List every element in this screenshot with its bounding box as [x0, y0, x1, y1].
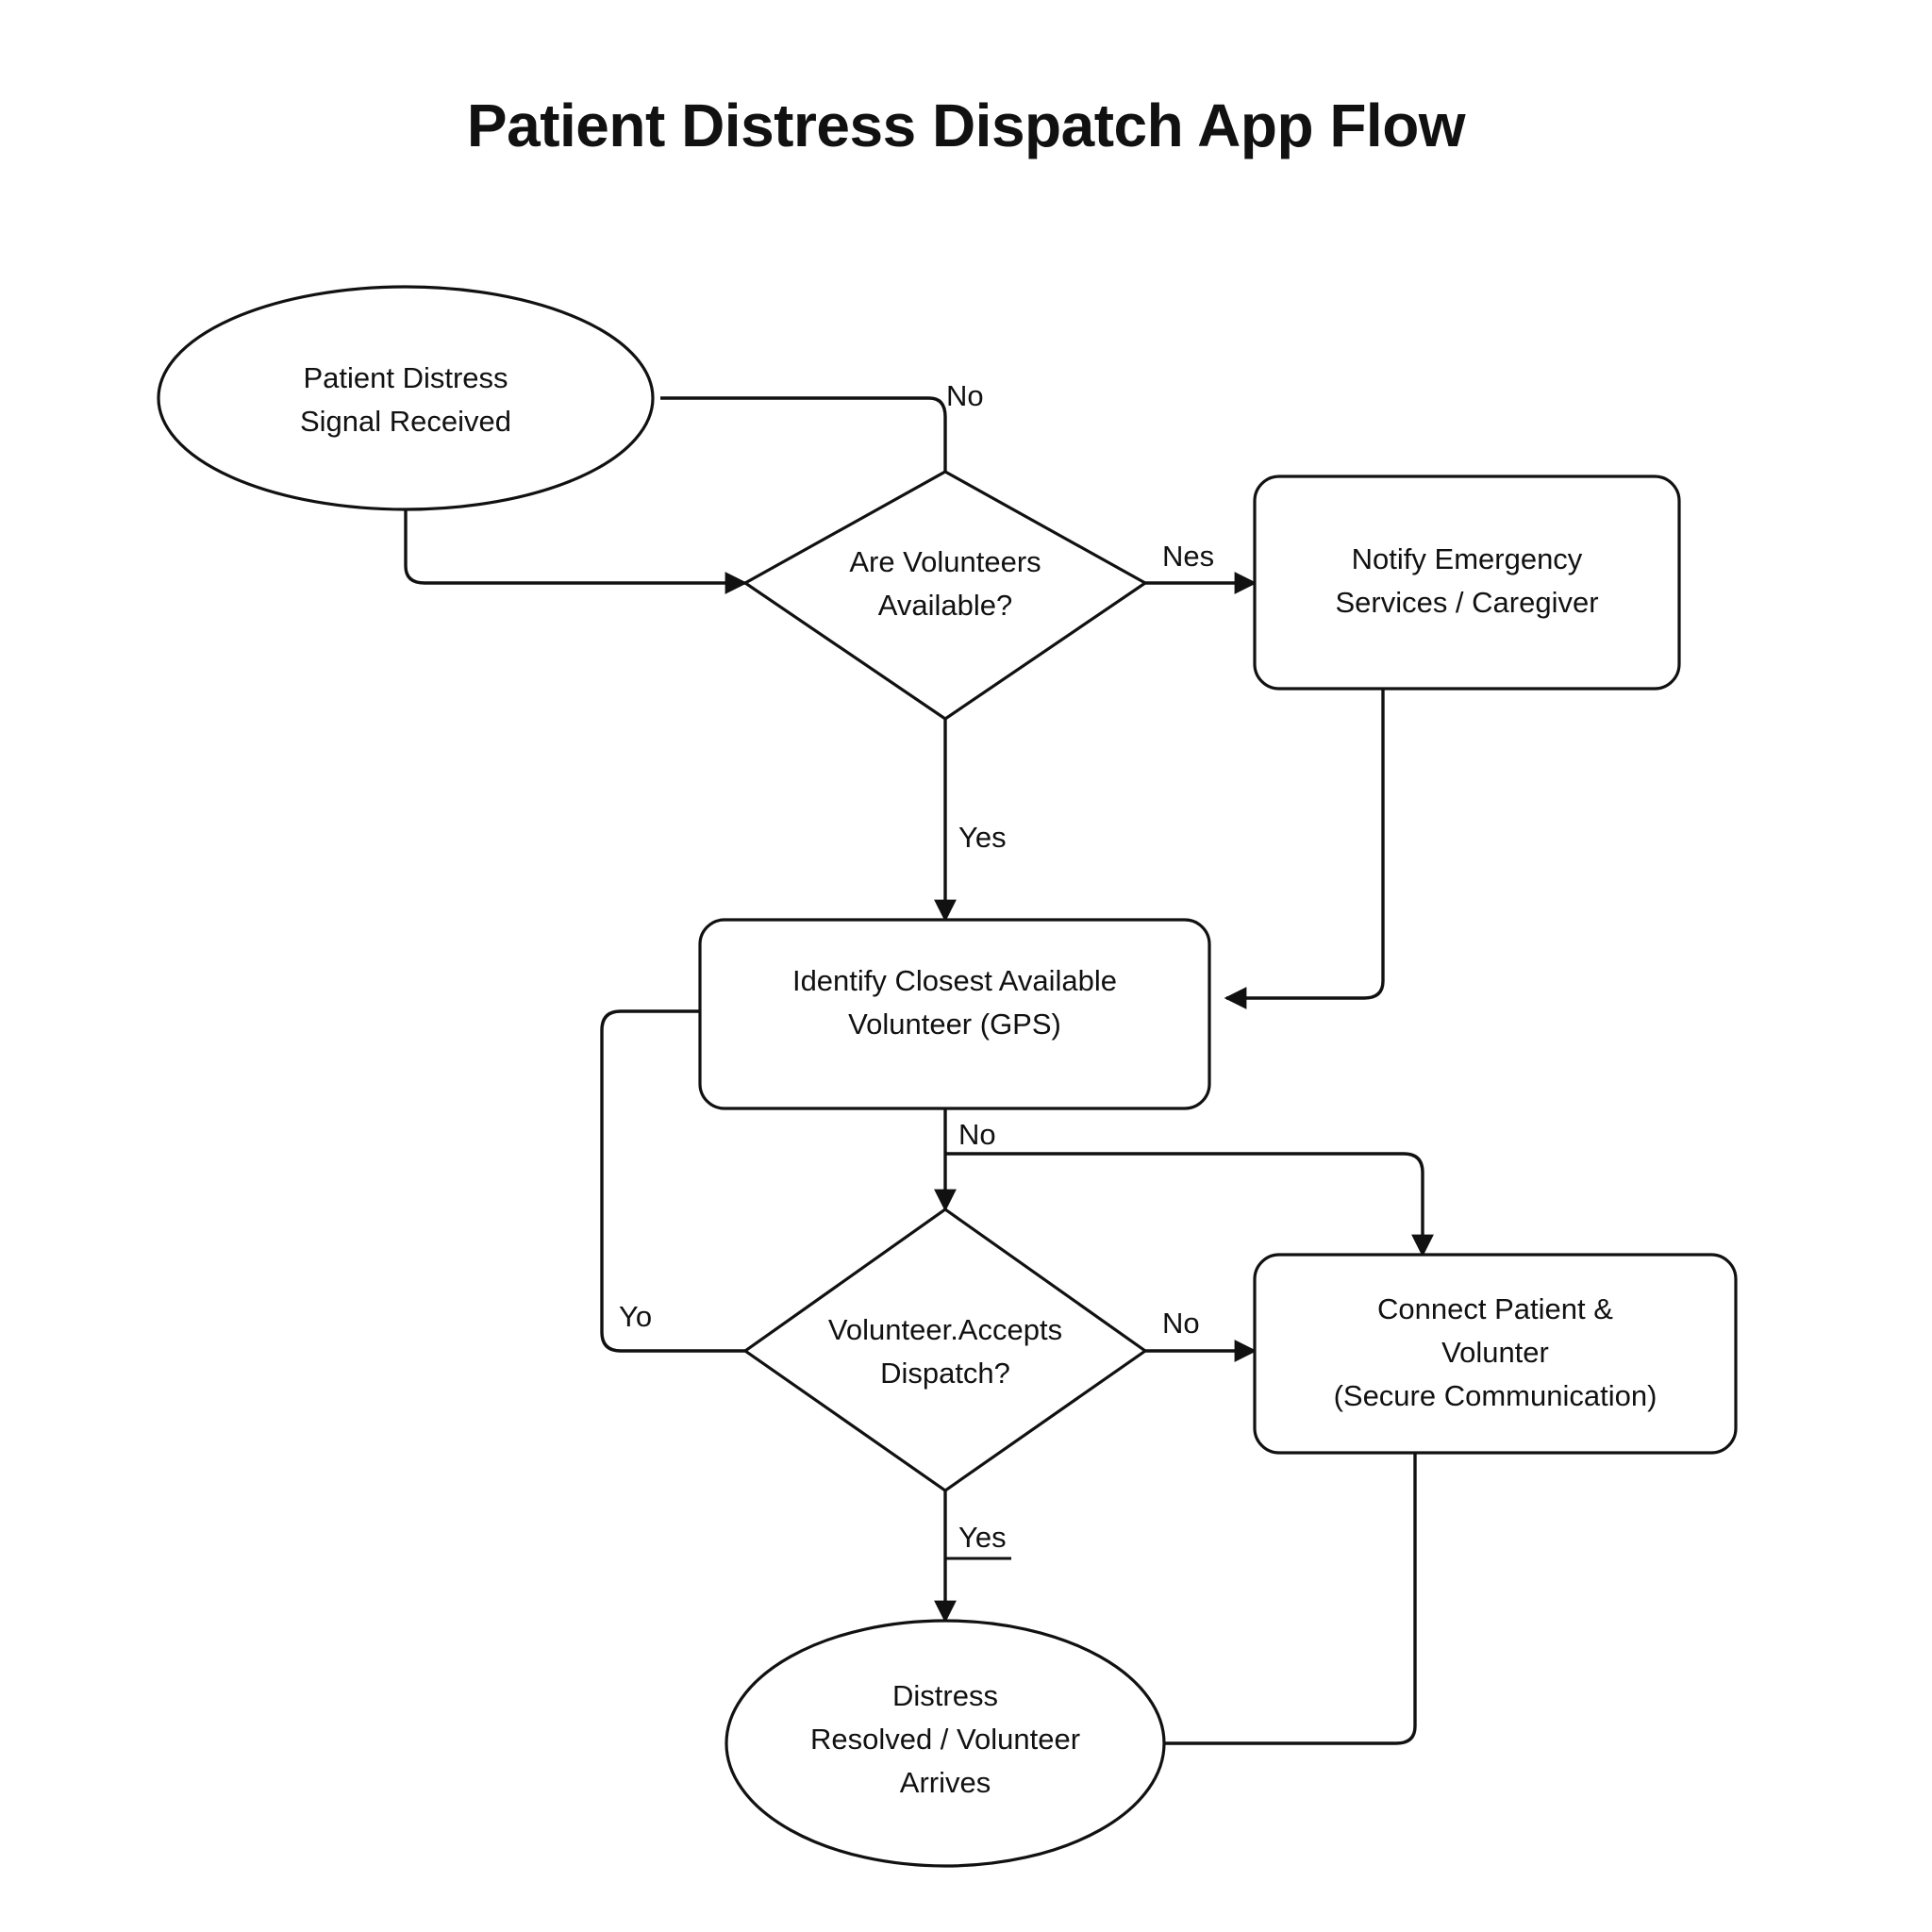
- node-volunteer-accepts[interactable]: Volunteer.Accepts Dispatch?: [742, 1208, 1148, 1492]
- node-start[interactable]: Patient Distress Signal Received: [157, 285, 655, 511]
- node-volunteers-available-line1: Are Volunteers: [849, 545, 1041, 578]
- edge-start-to-decision-top: [660, 396, 947, 472]
- edge-accepts-loopback-identify: [600, 1009, 745, 1353]
- node-notify-emergency-line2: Services / Caregiver: [1335, 586, 1598, 619]
- page-title: Patient Distress Dispatch App Flow: [466, 92, 1466, 159]
- edge-connect-to-resolved: [1160, 1453, 1417, 1745]
- node-connect-patient-line3: (Secure Communication): [1334, 1379, 1657, 1412]
- edge-label-start-to-decision-top: No: [946, 379, 984, 412]
- node-volunteers-available-line2: Available?: [878, 589, 1012, 622]
- edge-notify-to-identify: [1224, 689, 1385, 1009]
- edge-label-available-to-notify: Nes: [1162, 540, 1214, 573]
- edge-identify-to-connect: [945, 1152, 1434, 1257]
- node-connect-patient-line2: Volunter: [1441, 1336, 1549, 1369]
- edge-label-accepts-to-connect: No: [1162, 1307, 1200, 1340]
- node-connect-patient-line1: Connect Patient &: [1377, 1292, 1613, 1325]
- node-notify-emergency[interactable]: Notify Emergency Services / Caregiver: [1253, 475, 1681, 691]
- node-start-line1: Patient Distress: [303, 361, 508, 394]
- edge-label-accepts-to-resolved: Yes: [958, 1521, 1007, 1554]
- node-notify-emergency-line1: Notify Emergency: [1352, 542, 1583, 575]
- node-distress-resolved-line2: Resolved / Volunteer: [810, 1723, 1080, 1756]
- edge-label-accepts-loopback: Yo: [619, 1300, 652, 1333]
- edge-start-to-decision-left: [404, 509, 748, 594]
- node-volunteer-accepts-line2: Dispatch?: [880, 1357, 1010, 1390]
- node-distress-resolved-line1: Distress: [892, 1679, 998, 1712]
- node-connect-patient[interactable]: Connect Patient & Volunter (Secure Commu…: [1253, 1253, 1738, 1455]
- node-volunteers-available[interactable]: Are Volunteers Available?: [741, 470, 1149, 721]
- node-start-line2: Signal Received: [300, 405, 511, 438]
- node-identify-volunteer-line2: Volunteer (GPS): [848, 1008, 1061, 1041]
- node-distress-resolved[interactable]: Distress Resolved / Volunteer Arrives: [724, 1619, 1166, 1868]
- node-identify-volunteer[interactable]: Identify Closest Available Volunteer (GP…: [698, 918, 1211, 1110]
- node-identify-volunteer-line1: Identify Closest Available: [792, 964, 1117, 997]
- node-volunteer-accepts-line1: Volunteer.Accepts: [828, 1313, 1062, 1346]
- node-distress-resolved-line3: Arrives: [900, 1766, 991, 1799]
- edge-label-available-to-identify: Yes: [958, 821, 1007, 854]
- edge-label-identify-to-accepts: No: [958, 1118, 996, 1151]
